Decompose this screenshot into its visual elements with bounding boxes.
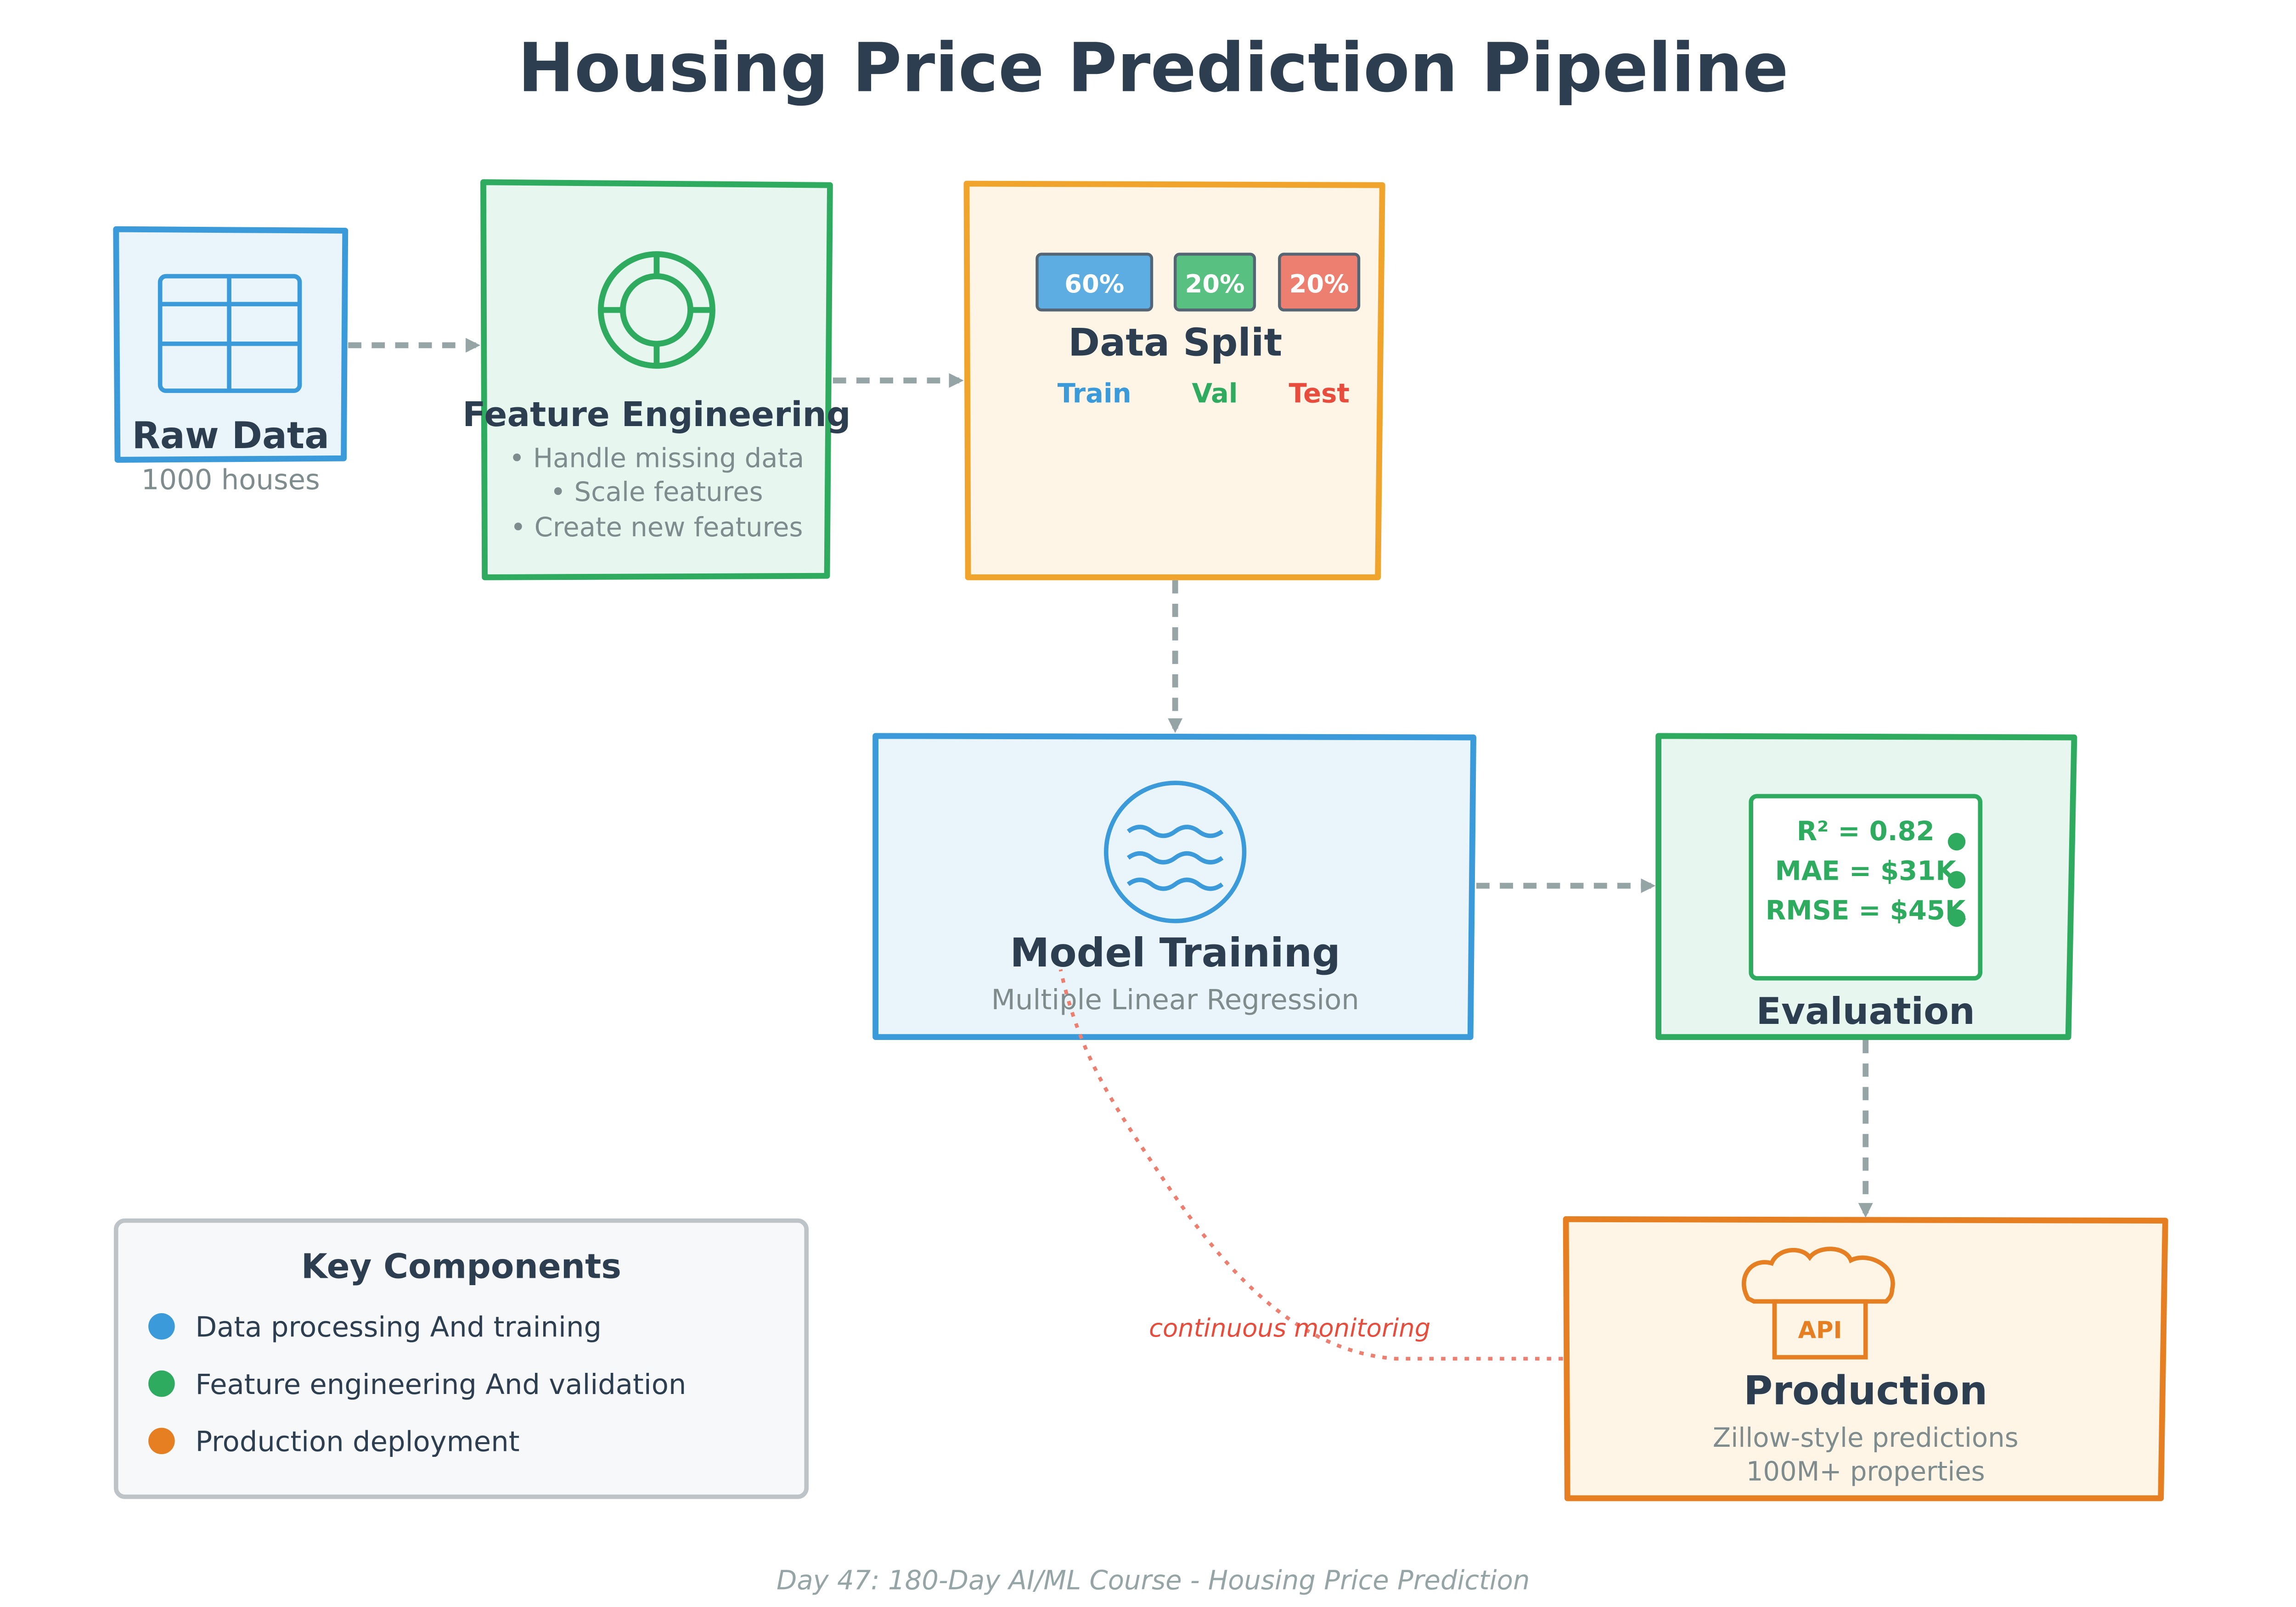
pipeline-arrows — [348, 337, 1873, 1218]
feature-bullet-1: • Handle missing data — [509, 443, 805, 473]
legend-title: Key Components — [301, 1247, 621, 1286]
page-title: Housing Price Prediction Pipeline — [518, 28, 1789, 107]
metric-dot-3 — [1947, 909, 1966, 927]
api-label: API — [1798, 1316, 1842, 1344]
val-percent: 20% — [1185, 270, 1244, 298]
evaluation-title: Evaluation — [1756, 990, 1975, 1033]
production-line-2: 100M+ properties — [1746, 1456, 1985, 1487]
raw-data-title: Raw Data — [132, 414, 329, 457]
test-label: Test — [1289, 378, 1349, 409]
val-label: Val — [1192, 378, 1238, 409]
feedback-curve — [1058, 969, 1563, 1361]
metric-dot-1 — [1947, 832, 1966, 851]
legend-item-3: Production deployment — [195, 1426, 519, 1458]
legend-dot-green — [148, 1370, 175, 1397]
test-badge: 20% — [1278, 253, 1361, 312]
chef-hat-icon — [1741, 1247, 1895, 1360]
waves-icon — [1104, 781, 1247, 923]
footer-caption: Day 47: 180-Day AI/ML Course - Housing P… — [777, 1565, 1530, 1596]
model-training-subtitle: Multiple Linear Regression — [991, 984, 1359, 1016]
production-title: Production — [1744, 1368, 1987, 1414]
legend-dot-orange — [148, 1427, 175, 1455]
val-badge: 20% — [1173, 253, 1256, 312]
test-percent: 20% — [1289, 270, 1349, 298]
node-evaluation: R² = 0.82 MAE = $31K RMSE = $45K Evaluat… — [1655, 733, 2077, 1040]
feature-engineering-title: Feature Engineering — [462, 395, 850, 434]
metric-r2: R² = 0.82 — [1797, 816, 1935, 847]
legend-dot-blue — [148, 1313, 175, 1340]
legend-item-1: Data processing And training — [195, 1311, 602, 1343]
metric-mae: MAE = $31K — [1775, 855, 1958, 886]
train-label: Train — [1058, 378, 1131, 409]
node-production: API Production Zillow-style predictions … — [1563, 1216, 2168, 1501]
model-training-title: Model Training — [1010, 930, 1340, 976]
data-split-title: Data Split — [1068, 320, 1282, 365]
feedback-label: continuous monitoring — [1149, 1314, 1430, 1343]
legend-item-2: Feature engineering And validation — [195, 1369, 686, 1401]
production-line-1: Zillow-style predictions — [1713, 1422, 2019, 1453]
node-model-training: Model Training Multiple Linear Regressio… — [872, 733, 1476, 1040]
metrics-panel — [1749, 794, 1983, 981]
legend: Key Components Data processing And train… — [113, 1218, 809, 1499]
metric-dot-2 — [1947, 871, 1966, 889]
node-feature-engineering: Feature Engineering • Handle missing dat… — [462, 179, 851, 580]
node-raw-data: Raw Data 1000 houses — [113, 226, 349, 496]
train-badge: 60% — [1035, 253, 1154, 312]
raw-data-subtitle: 1000 houses — [141, 464, 320, 496]
feature-bullet-3: • Create new features — [510, 512, 803, 543]
table-icon — [158, 274, 302, 393]
target-icon — [597, 251, 715, 369]
train-percent: 60% — [1064, 270, 1124, 298]
metric-rmse: RMSE = $45K — [1766, 895, 1967, 926]
feature-bullet-2: • Scale features — [550, 477, 763, 507]
node-data-split: 60% 20% 20% Data Split Train Val Test — [963, 180, 1385, 580]
